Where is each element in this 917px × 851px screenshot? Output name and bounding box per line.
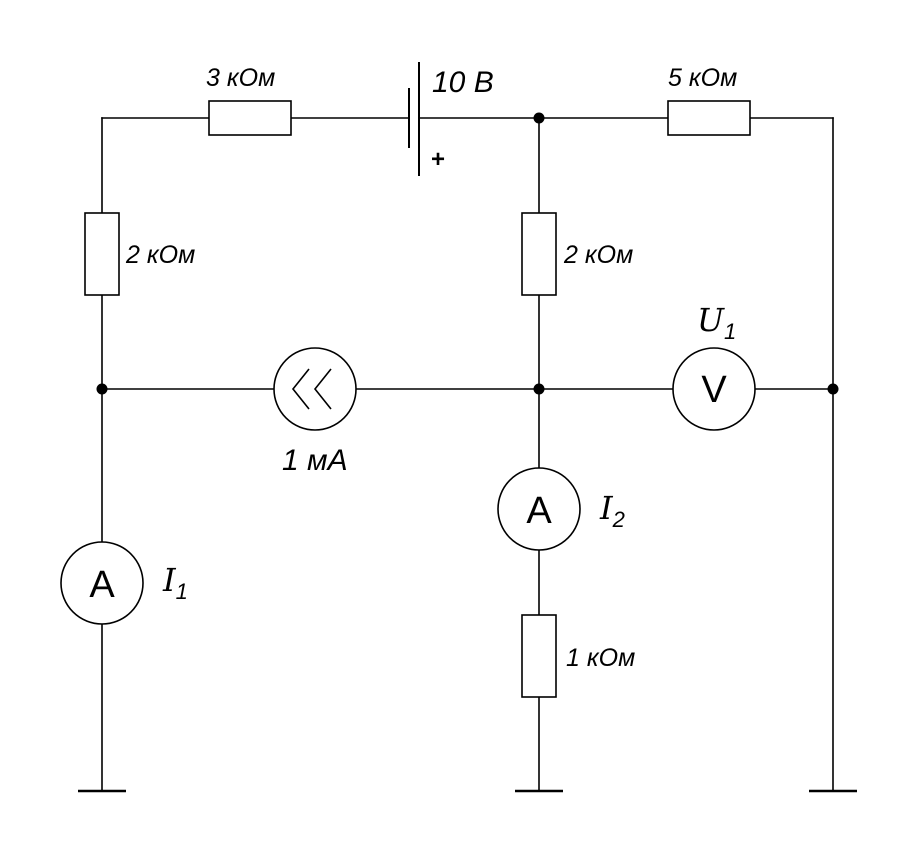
resistor-left-vertical-label: 2 кОм — [125, 241, 195, 269]
resistor-top-left — [208, 100, 292, 136]
ammeter-1-symbol-subscript: 1 — [176, 579, 188, 604]
resistor-left-vertical — [84, 212, 120, 296]
junction-dot-right — [827, 383, 839, 395]
junctions — [96, 112, 839, 395]
voltmeter-1-symbol-subscript: 1 — [724, 319, 736, 344]
resistor-bottom-middle — [521, 614, 557, 698]
current-source-label: 1 мА — [282, 444, 348, 477]
double-chevron-left-icon-2 — [313, 368, 332, 410]
battery — [408, 62, 420, 176]
voltmeter-1-letter: V — [701, 369, 727, 411]
voltmeter-1-symbol-letter: U — [697, 301, 725, 339]
junction-dot-center — [533, 383, 545, 395]
ammeter-1-letter: A — [89, 564, 115, 606]
ammeter-1-symbol: I1 — [162, 561, 188, 604]
wires — [101, 117, 834, 791]
resistor-bottom-middle-label: 1 кОм — [566, 644, 635, 672]
resistor-middle-vertical-label: 2 кОм — [563, 241, 633, 269]
ammeter-2: A — [497, 467, 581, 551]
resistor-top-left-label: 3 кОм — [206, 64, 275, 92]
resistor-top-right-label: 5 кОм — [668, 64, 737, 92]
junction-dot-top — [533, 112, 545, 124]
ammeter-1-circle — [60, 541, 144, 625]
ammeter-2-symbol-subscript: 2 — [612, 507, 625, 532]
resistor-middle-vertical — [521, 212, 557, 296]
voltmeter-1: V — [672, 347, 756, 431]
current-source — [273, 347, 357, 431]
battery-plus-icon: + — [431, 146, 445, 173]
double-chevron-left-icon — [291, 368, 310, 410]
ammeter-2-symbol-letter: I — [599, 489, 614, 527]
ammeter-1: A — [60, 541, 144, 625]
junction-dot-left — [96, 383, 108, 395]
ammeter-1-symbol-letter: I — [162, 561, 177, 599]
battery-voltage-label: 10 В — [432, 66, 494, 99]
ammeter-2-symbol: I2 — [599, 489, 625, 532]
resistor-top-right — [667, 100, 751, 136]
voltmeter-1-symbol: U1 — [697, 301, 736, 344]
voltmeter-1-circle — [672, 347, 756, 431]
ammeter-2-circle — [497, 467, 581, 551]
ammeter-2-letter: A — [526, 490, 552, 532]
